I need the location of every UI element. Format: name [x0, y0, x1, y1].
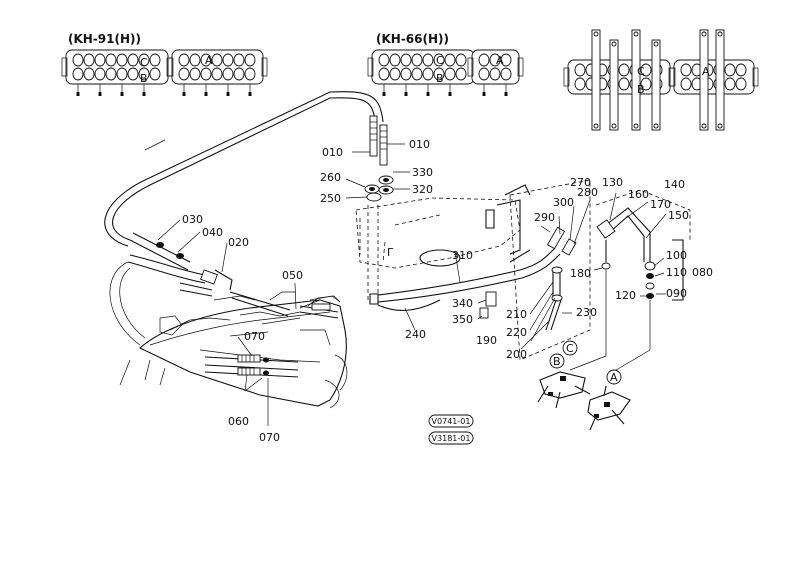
label-340: 340 — [452, 297, 473, 310]
label-110: 110 — [666, 266, 687, 279]
valve-bank-kh66-right — [467, 49, 524, 96]
hydraulic-hose — [369, 247, 561, 331]
hose-clamp — [477, 291, 497, 320]
valve-levers-right — [591, 29, 725, 131]
callout-a-letter: A — [610, 371, 618, 384]
reference-stamps — [428, 414, 474, 445]
variant-title-kh66: (KH-66(H)) — [376, 32, 449, 46]
label-160: 160 — [628, 188, 649, 201]
valve-letter-c-kh91: C — [140, 56, 148, 69]
callout-c-letter: C — [566, 342, 574, 355]
label-010-right: 010 — [409, 138, 430, 151]
machine-body — [119, 282, 348, 426]
label-250: 250 — [320, 192, 341, 205]
valve-bank-kh66-left — [367, 49, 479, 96]
label-070-top: 070 — [244, 330, 265, 343]
callout-b — [549, 353, 565, 369]
valve-letter-b-right: B — [637, 83, 645, 96]
label-030: 030 — [182, 213, 203, 226]
label-060: 060 — [228, 415, 249, 428]
label-330: 330 — [412, 166, 433, 179]
label-050: 050 — [282, 269, 303, 282]
label-010-left: 010 — [322, 146, 343, 159]
label-080: 080 — [692, 266, 713, 279]
nut-washer-stack — [345, 171, 410, 202]
label-040: 040 — [202, 226, 223, 239]
label-180: 180 — [570, 267, 591, 280]
label-290: 290 — [534, 211, 555, 224]
valve-letter-b-kh91: B — [140, 72, 148, 85]
label-240: 240 — [405, 328, 426, 341]
stamp-bottom: V3181-01 — [432, 434, 471, 443]
stamp-top: V0741-01 — [432, 417, 471, 426]
callout-b-letter: B — [553, 355, 561, 368]
mounting-bracket: Γ — [355, 184, 531, 300]
label-170: 170 — [650, 198, 671, 211]
label-280: 280 — [577, 186, 598, 199]
label-020: 020 — [228, 236, 249, 249]
label-140: 140 — [664, 178, 685, 191]
label-130: 130 — [602, 176, 623, 189]
valve-bank-kh91-left — [61, 49, 173, 96]
label-260: 260 — [320, 171, 341, 184]
valve-letter-a-kh66: A — [496, 54, 504, 67]
valve-letter-c-right: C — [637, 65, 645, 78]
lever-cable-ends — [127, 219, 233, 297]
valve-letter-a-right: A — [702, 65, 710, 78]
label-270: 270 — [570, 176, 591, 189]
label-210: 210 — [506, 308, 527, 321]
valve-bank-alt-right — [669, 59, 759, 95]
label-090: 090 — [666, 287, 687, 300]
label-070-bottom: 070 — [259, 431, 280, 444]
label-200: 200 — [506, 348, 527, 361]
variant-title-kh91: (KH-91(H)) — [68, 32, 141, 46]
label-150: 150 — [668, 209, 689, 222]
label-100: 100 — [666, 249, 687, 262]
label-230: 230 — [576, 306, 597, 319]
label-220: 220 — [506, 326, 527, 339]
valve-letter-c-kh66: C — [436, 54, 444, 67]
label-190: 190 — [476, 334, 497, 347]
pipe-fitting-assembly — [509, 179, 591, 361]
callout-a — [606, 369, 622, 385]
label-310: 310 — [452, 249, 473, 262]
label-320: 320 — [412, 183, 433, 196]
cable-end-fittings — [352, 115, 405, 166]
return-pipe-group — [569, 189, 691, 371]
valve-letter-a-kh91: A — [205, 54, 213, 67]
label-350: 350 — [452, 313, 473, 326]
control-cable — [104, 91, 384, 346]
valve-port-details — [537, 371, 631, 431]
valve-bank-kh91-right — [167, 49, 268, 96]
bracket-mark: Γ — [387, 246, 394, 259]
callout-c — [562, 340, 578, 356]
control-valve-banks — [61, 29, 759, 131]
label-120: 120 — [615, 289, 636, 302]
valve-letter-b-kh66: B — [436, 72, 444, 85]
label-300: 300 — [553, 196, 574, 209]
